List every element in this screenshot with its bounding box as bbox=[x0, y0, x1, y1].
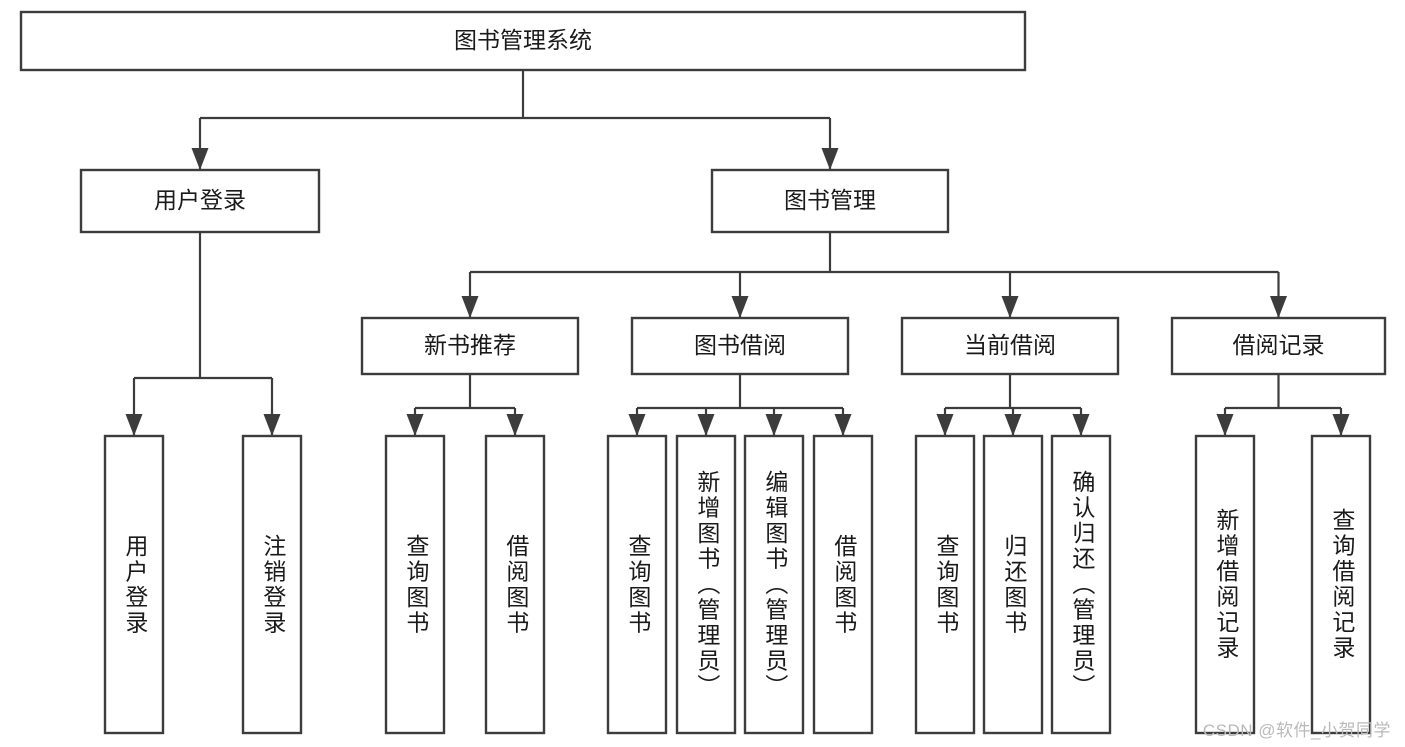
node-new-book-rec[interactable] bbox=[360, 316, 580, 376]
leaf-leaf-query-book-3[interactable] bbox=[914, 434, 976, 735]
book-manage-arrow-3 bbox=[1270, 296, 1287, 318]
new-book-rec-arrow-0 bbox=[406, 414, 424, 436]
node-book-manage[interactable] bbox=[710, 168, 950, 234]
node-borrow-record[interactable] bbox=[1170, 316, 1387, 376]
node-new-book-rec-label: 新书推荐 bbox=[424, 332, 516, 358]
borrow-record-arrow-1 bbox=[1332, 414, 1350, 436]
boxes-layer bbox=[19, 10, 1387, 735]
root-arrow-1 bbox=[821, 148, 839, 170]
node-borrow-record-label: 借阅记录 bbox=[1233, 332, 1325, 358]
book-manage-arrow-0 bbox=[461, 296, 479, 318]
leaf-leaf-edit-book[interactable] bbox=[743, 434, 805, 735]
current-borrow-arrow-2 bbox=[1072, 414, 1090, 436]
new-book-rec-arrow-1 bbox=[506, 414, 524, 436]
leaf-leaf-borrow-book-2[interactable] bbox=[812, 434, 874, 735]
user-login-arrow-1 bbox=[263, 414, 281, 436]
leaf-leaf-user-login[interactable] bbox=[103, 434, 165, 735]
node-current-borrow-label: 当前借阅 bbox=[964, 332, 1056, 358]
book-borrow-arrow-3 bbox=[834, 414, 852, 436]
borrow-record-arrow-0 bbox=[1216, 414, 1234, 436]
leaf-leaf-return-book[interactable] bbox=[982, 434, 1044, 735]
node-book-borrow-label: 图书借阅 bbox=[694, 332, 786, 358]
node-current-borrow[interactable] bbox=[900, 316, 1120, 376]
node-book-manage-label: 图书管理 bbox=[784, 187, 876, 213]
leaf-leaf-query-book-2[interactable] bbox=[606, 434, 668, 735]
csdn-watermark: CSDN @软件_小贺同学 bbox=[1202, 721, 1391, 740]
connectors-layer bbox=[125, 70, 1350, 436]
leaf-leaf-query-book-1[interactable] bbox=[384, 434, 446, 735]
node-book-borrow[interactable] bbox=[630, 316, 850, 376]
book-manage-arrow-1 bbox=[731, 296, 749, 318]
current-borrow-arrow-0 bbox=[936, 414, 954, 436]
leaf-leaf-query-record[interactable] bbox=[1310, 434, 1372, 735]
node-root[interactable] bbox=[19, 10, 1027, 72]
node-root-label: 图书管理系统 bbox=[454, 27, 592, 53]
book-borrow-arrow-0 bbox=[628, 414, 646, 436]
book-manage-arrow-2 bbox=[1001, 296, 1019, 318]
user-login-arrow-0 bbox=[125, 414, 143, 436]
book-borrow-arrow-1 bbox=[697, 414, 715, 436]
current-borrow-arrow-1 bbox=[1004, 414, 1022, 436]
leaf-leaf-borrow-book-1[interactable] bbox=[484, 434, 546, 735]
book-borrow-arrow-2 bbox=[765, 414, 783, 436]
leaf-leaf-add-record[interactable] bbox=[1194, 434, 1256, 735]
node-user-login-label: 用户登录 bbox=[154, 187, 246, 213]
leaf-leaf-confirm-return[interactable] bbox=[1050, 434, 1112, 735]
leaf-leaf-add-book[interactable] bbox=[675, 434, 737, 735]
root-arrow-0 bbox=[191, 148, 209, 170]
node-user-login[interactable] bbox=[79, 168, 321, 234]
leaf-leaf-user-logout[interactable] bbox=[241, 434, 303, 735]
